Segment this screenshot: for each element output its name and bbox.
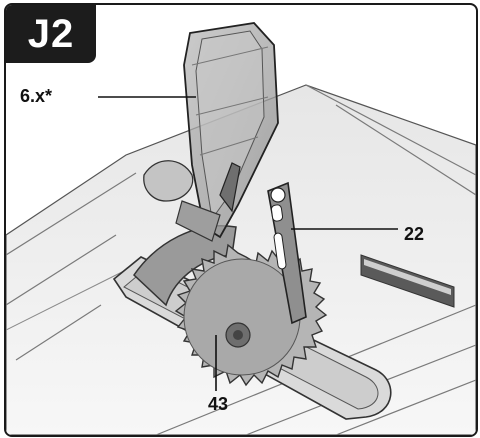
figure-badge: J2 (6, 5, 96, 63)
guard-lever (219, 162, 241, 213)
table-saw-illustration (6, 22, 476, 435)
figure-frame: J2 6.x* 22 43 (4, 3, 478, 437)
callout-blade-label: 43 (208, 394, 229, 414)
figure-badge-label: J2 (27, 12, 75, 56)
callout-riving-knife-label: 22 (404, 224, 425, 244)
callout-guard-label: 6.x* (20, 86, 53, 106)
blade-lower-guard (133, 225, 237, 307)
guard-knob (143, 160, 194, 202)
